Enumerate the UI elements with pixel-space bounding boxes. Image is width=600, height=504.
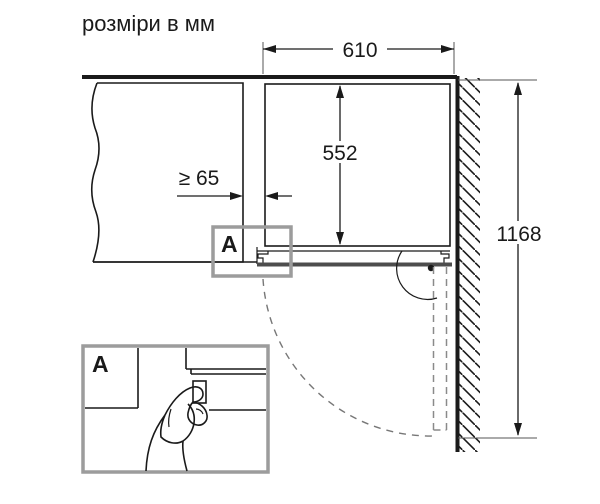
door-open-position [432, 267, 448, 431]
detail-inset-box [81, 344, 270, 474]
hand-illustration [145, 386, 208, 472]
dimension-niche-width: 610 [262, 39, 455, 74]
dimension-niche-height: 552 [314, 85, 366, 245]
left-mounting-clip [257, 251, 269, 264]
wall-hatching [458, 78, 480, 452]
door-swing-arc [262, 278, 434, 437]
niche-width-value: 610 [342, 39, 377, 62]
diagram-title: розміри в мм [82, 11, 215, 36]
hinge-point [427, 264, 435, 272]
detail-callout-label: A [221, 231, 238, 257]
detail-callout-box [211, 225, 293, 278]
detail-inset-label: A [92, 351, 109, 377]
wall-section [455, 76, 480, 452]
hinge-arc [396, 250, 438, 301]
inset-cross-section [85, 348, 266, 411]
index-fingertip [187, 401, 208, 426]
fixing-clip [192, 380, 207, 404]
dimension-total-height: 1168 [458, 79, 548, 439]
detail-callout: A [211, 225, 293, 278]
thumb-outline [182, 403, 196, 442]
left-cabinet [90, 82, 257, 263]
side-clearance-value: ≥ 65 [179, 167, 220, 190]
right-mounting-clip [440, 251, 450, 264]
detail-inset: A [81, 344, 270, 474]
dimension-side-clearance: ≥ 65 [177, 167, 292, 200]
niche-height-value: 552 [322, 142, 357, 165]
fingernail [195, 408, 204, 415]
total-height-value: 1168 [496, 223, 541, 246]
door-swing [262, 250, 448, 437]
appliance-outline [256, 83, 452, 267]
